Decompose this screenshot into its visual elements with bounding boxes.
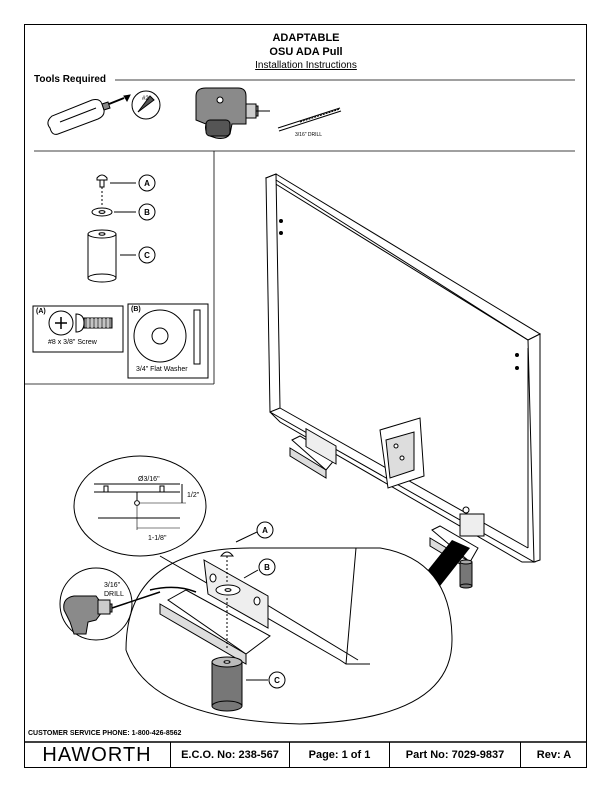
customer-service-phone: CUSTOMER SERVICE PHONE: 1-800-426-8562 [28, 730, 182, 737]
horizontal-dim-label: 1-1/8" [148, 535, 167, 542]
eco-number: E.C.O. No: 238-567 [171, 742, 290, 768]
parts-exploded [87, 174, 156, 283]
screw-box-label: (A) [36, 308, 46, 315]
drill-bit-label: 3/16" DRILL [295, 132, 322, 138]
haworth-logo: HAWORTH [24, 742, 171, 768]
drill-detail [59, 567, 197, 641]
title-line-1: ADAPTABLE [272, 32, 340, 44]
vertical-dim-label: 1/2" [187, 492, 200, 499]
part-number: Part No: 7029-9837 [390, 742, 521, 768]
zoom-detail [125, 521, 453, 725]
washer-box-label: (B) [131, 306, 141, 313]
drill-word-label: DRILL [104, 591, 124, 598]
page-number: Page: 1 of 1 [290, 742, 390, 768]
title-line-2: OSU ADA Pull [269, 46, 343, 58]
power-drill-icon [195, 87, 270, 139]
bit-label: #2 [142, 96, 149, 102]
zoom-callout-a: A [262, 526, 268, 535]
tools-heading: Tools Required [34, 74, 107, 85]
callout-b: B [144, 208, 150, 217]
screwdriver-icon [47, 90, 161, 135]
dimension-detail [73, 455, 207, 557]
zoom-callout-c: C [274, 676, 280, 685]
callout-a: A [144, 179, 150, 188]
drill-bit-icon [277, 107, 342, 132]
hole-diameter-label: Ø3/16" [138, 476, 160, 483]
title-line-3: Installation Instructions [255, 60, 357, 71]
screw-desc: #8 x 3/8" Screw [48, 339, 97, 346]
zoom-callout-b: B [264, 563, 270, 572]
callout-c: C [144, 251, 150, 260]
panel-frame [264, 173, 542, 589]
drill-size-label: 3/16" [104, 582, 121, 589]
washer-desc: 3/4" Flat Washer [136, 366, 188, 373]
revision: Rev: A [536, 749, 572, 761]
page-frame [24, 24, 587, 768]
